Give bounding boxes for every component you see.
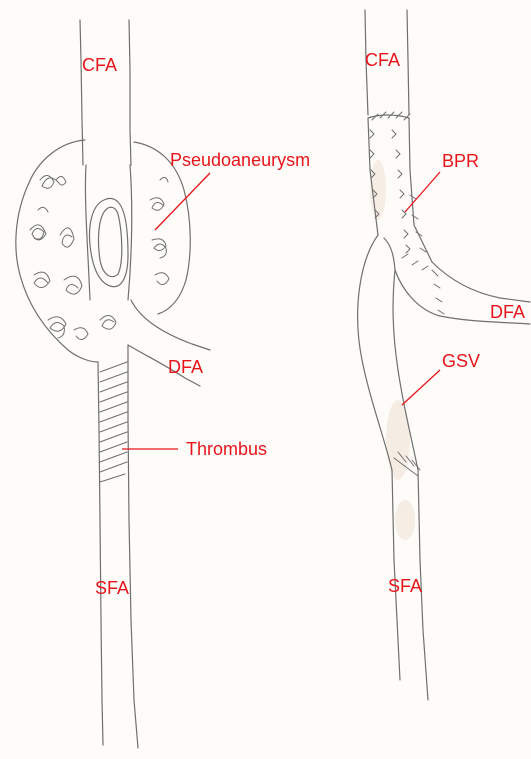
left-sfa-wall-right [128, 345, 138, 748]
left-cfa-wall-right [129, 20, 131, 165]
left-cfa-label: CFA [82, 55, 117, 75]
left-dfa-label: DFA [168, 357, 203, 377]
thrombus-label: Thrombus [186, 439, 267, 459]
gsv-inner-curve [384, 238, 395, 270]
left-cfa-wall-left [80, 20, 83, 165]
right-sfa-wall-left [392, 470, 400, 680]
right-sfa-label: SFA [388, 576, 422, 596]
left-sfa-wall-left [98, 362, 103, 745]
bpr-label: BPR [442, 151, 479, 171]
leader-gsv [402, 370, 440, 405]
right-cfa-label: CFA [365, 50, 400, 70]
pseudoaneurysm-inner-line-2 [128, 165, 132, 300]
right-dfa-wall-top [432, 262, 530, 302]
pseudoaneurysm-defect-inner [99, 207, 122, 276]
right-cfa-wall-right [407, 10, 409, 115]
pseudoaneurysm-label: Pseudoaneurysm [170, 150, 310, 170]
left-sfa-label: SFA [95, 578, 129, 598]
left-figure [16, 20, 210, 748]
pseudoaneurysm-sac [16, 140, 190, 362]
thrombus-hatching [100, 362, 127, 482]
bpr-graft-right [409, 118, 432, 262]
right-dfa-label: DFA [490, 302, 525, 322]
gsv-label: GSV [442, 351, 480, 371]
